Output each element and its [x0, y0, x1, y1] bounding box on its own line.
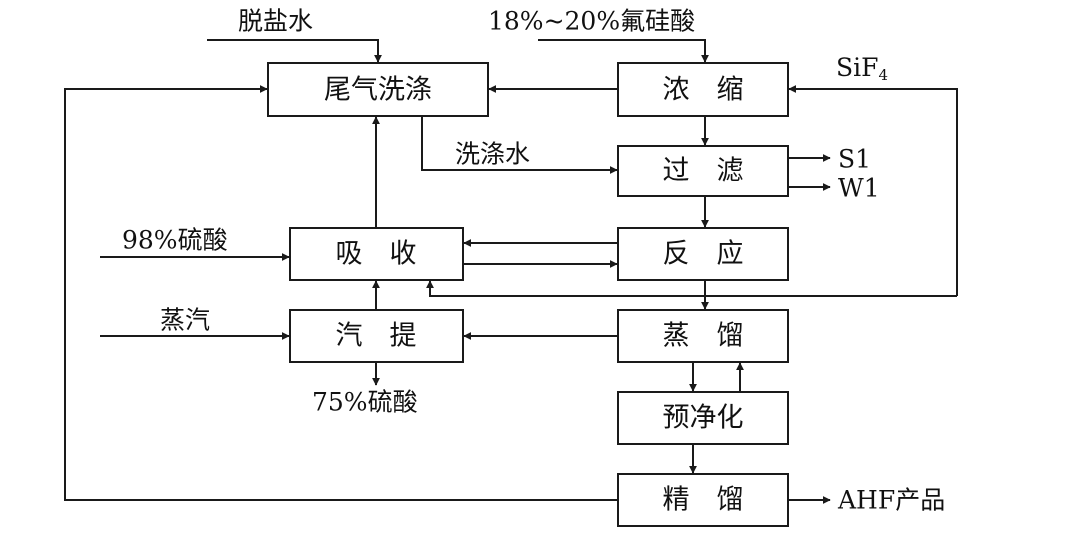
box-absorb-label: 吸 收 — [336, 239, 417, 270]
label-sulfuric-98: 98%硫酸 — [122, 226, 228, 255]
box-distill-label: 蒸 馏 — [663, 321, 744, 352]
box-filter: 过 滤 — [617, 145, 789, 197]
arrow-wash-water-to-filter — [421, 116, 618, 174]
label-desalted-water: 脱盐水 — [238, 7, 313, 36]
arrow-sif4-to-concentrate — [788, 85, 958, 296]
label-sif4: SiF4 — [836, 53, 888, 85]
label-w1: W1 — [838, 174, 880, 203]
box-prepurify: 预净化 — [617, 391, 789, 445]
arrow-return-to-absorb — [426, 280, 957, 297]
label-s1: S1 — [838, 145, 871, 174]
box-tail-gas-wash: 尾气洗涤 — [267, 62, 489, 117]
label-fluosilicic-acid: 18%~20%氟硅酸 — [488, 7, 695, 36]
label-ahf-product: AHF产品 — [837, 486, 945, 515]
box-absorb: 吸 收 — [289, 227, 464, 281]
label-wash-water: 洗涤水 — [455, 140, 530, 169]
box-strip-label: 汽 提 — [336, 321, 417, 352]
box-strip: 汽 提 — [289, 309, 464, 363]
arrow-rectify-to-wash — [64, 85, 618, 501]
arrow-desalted-water-to-wash — [207, 39, 382, 63]
label-steam: 蒸汽 — [160, 306, 210, 335]
box-filter-label: 过 滤 — [663, 156, 744, 187]
box-rectify-label: 精 馏 — [663, 485, 744, 516]
box-prepurify-label: 预净化 — [663, 403, 744, 434]
box-concentrate: 浓 缩 — [617, 62, 789, 117]
box-react: 反 应 — [617, 227, 789, 281]
box-rectify: 精 馏 — [617, 473, 789, 527]
label-sulfuric-75: 75%硫酸 — [312, 388, 418, 417]
box-concentrate-label: 浓 缩 — [663, 75, 744, 106]
arrow-acid-to-concentrate — [538, 39, 709, 63]
box-react-label: 反 应 — [663, 239, 744, 270]
box-distill: 蒸 馏 — [617, 309, 789, 363]
box-tail-gas-wash-label: 尾气洗涤 — [324, 75, 432, 106]
